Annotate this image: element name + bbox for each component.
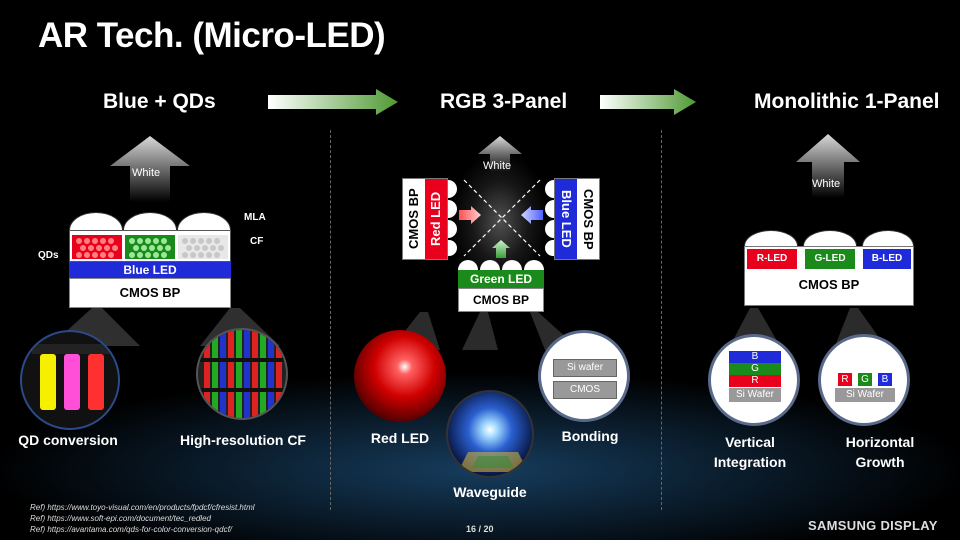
divider [330, 130, 331, 510]
green-led-layer: Green LED [458, 270, 544, 288]
cmos-bp: CMOS BP [458, 288, 544, 312]
horizontal-growth-image: R G B Si Wafer [818, 334, 910, 426]
red-cf [72, 235, 122, 259]
cf-label: CF [250, 236, 264, 247]
col-title-blue-qds: Blue + QDs [103, 90, 216, 113]
mla-lenses [545, 180, 554, 258]
reference-link[interactable]: Ref) https://www.soft-epi.com/document/t… [30, 514, 211, 523]
arrow-right-icon [600, 89, 696, 115]
qd-conversion-image [20, 330, 120, 430]
slide-title: AR Tech. (Micro-LED) [38, 16, 386, 55]
blue-panel: Blue LED CMOS BP [554, 178, 600, 260]
mla-lens [803, 230, 857, 246]
white-label: White [483, 160, 512, 172]
cmos-layer: CMOS [553, 381, 617, 399]
caption-line: Horizontal [845, 434, 915, 450]
blue-led-layer: Blue LED [69, 262, 231, 278]
page-number: 16 / 20 [466, 524, 494, 534]
reference-link[interactable]: Ref) https://avantama.com/qds-for-color-… [30, 525, 233, 534]
red-led-image [354, 330, 446, 422]
g-led: G-LED [805, 249, 855, 269]
blue-arrow-icon [521, 206, 543, 224]
caption-bonding: Bonding [561, 428, 619, 444]
divider [661, 130, 662, 510]
caption-waveguide: Waveguide [453, 484, 527, 500]
b-layer: B [729, 351, 781, 363]
mla-lens [177, 212, 231, 230]
cmos-bp-label: CMOS BP [406, 188, 421, 250]
col-title-rgb3: RGB 3-Panel [440, 90, 568, 113]
mla-lenses [458, 260, 544, 270]
mla-lens [862, 230, 914, 246]
r-led: R-LED [747, 249, 797, 269]
references: Ref) https://www.toyo-visual.com/en/prod… [30, 502, 255, 535]
white-label: White [132, 167, 161, 179]
white-label: White [812, 178, 841, 190]
waveguide-image [446, 390, 534, 478]
x-cube-prism [463, 179, 541, 257]
caption-line: Integration [713, 454, 787, 470]
g-layer: G [729, 363, 781, 375]
clear-cf [178, 235, 228, 259]
b-led: B-LED [863, 249, 911, 269]
cmos-bp: CMOS BP [69, 278, 231, 308]
blue-led-label: Blue LED [555, 179, 577, 259]
caption-high-res-cf: High-resolution CF [180, 432, 306, 448]
mla-lenses [448, 180, 457, 258]
white-light-icon [796, 134, 860, 198]
red-led-label: Red LED [425, 179, 447, 259]
brand-logo: SAMSUNG DISPLAY [808, 518, 938, 533]
caption-line: Growth [855, 454, 905, 470]
mla-lens [744, 230, 798, 246]
red-arrow-icon [459, 206, 481, 224]
r-layer: R [729, 375, 781, 387]
red-panel: CMOS BP Red LED [402, 178, 448, 260]
mla-lens [69, 212, 123, 230]
green-arrow-icon [492, 240, 510, 258]
si-wafer-layer: Si wafer [553, 359, 617, 377]
mla-label: MLA [244, 212, 266, 223]
cmos-bp-label: CMOS BP [581, 188, 596, 250]
mla-lens [123, 212, 177, 230]
vertical-integration-image: B G R Si Wafer [708, 334, 800, 426]
r-cell: R [838, 373, 852, 386]
cf-layer [69, 230, 231, 262]
si-wafer-layer: Si Wafer [835, 388, 895, 402]
qds-label: QDs [38, 250, 59, 261]
bonding-image: Si wafer CMOS [538, 330, 630, 422]
caption-line: Vertical [725, 434, 775, 450]
g-cell: G [858, 373, 872, 386]
white-light-icon [110, 136, 190, 202]
caption-red-led: Red LED [370, 430, 430, 446]
b-cell: B [878, 373, 892, 386]
caption-horizontal-growth: Horizontal Growth [830, 432, 930, 472]
mono-panel: R-LED G-LED B-LED CMOS BP [744, 246, 914, 306]
caption-qd-conversion: QD conversion [18, 432, 118, 448]
col-title-mono: Monolithic 1-Panel [754, 90, 940, 113]
reference-link[interactable]: Ref) https://www.toyo-visual.com/en/prod… [30, 503, 255, 512]
white-light-icon [478, 136, 522, 172]
cmos-bp-label: CMOS BP [798, 277, 860, 292]
arrow-right-icon [268, 89, 398, 115]
caption-vertical-integration: Vertical Integration [700, 432, 800, 472]
high-res-cf-image [196, 328, 288, 420]
si-wafer-layer: Si Wafer [729, 388, 781, 402]
green-cf [125, 235, 175, 259]
